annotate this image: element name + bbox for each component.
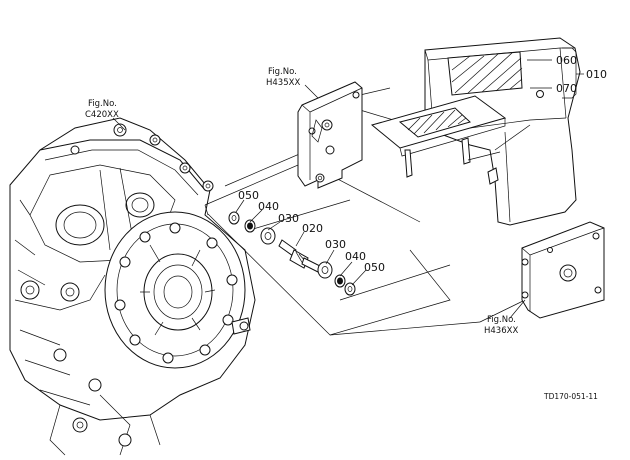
callout-070: 070 bbox=[556, 82, 577, 95]
figure-reference-h436: Fig.No. H436XX bbox=[484, 315, 518, 336]
callout-030-right: 030 bbox=[325, 238, 346, 251]
callout-060: 060 bbox=[556, 54, 577, 67]
fig-ref-left-line2: C420XX bbox=[85, 110, 119, 120]
fig-ref-right-line1: Fig.No. bbox=[487, 315, 516, 325]
hardware-set-right bbox=[317, 261, 356, 296]
assembly-guide-lines bbox=[204, 87, 526, 336]
fig-ref-top-line1: Fig.No. bbox=[268, 67, 297, 77]
callout-020: 020 bbox=[302, 222, 323, 235]
callout-030-left: 030 bbox=[278, 212, 299, 225]
callout-050-left: 050 bbox=[238, 189, 259, 202]
fig-ref-left-line1: Fig.No. bbox=[88, 99, 117, 109]
bolt-020 bbox=[278, 239, 321, 273]
bracket-plate-h436 bbox=[521, 221, 605, 319]
transmission-case-illustration bbox=[9, 117, 256, 456]
callout-leaders bbox=[112, 47, 584, 319]
callout-040-right: 040 bbox=[345, 250, 366, 263]
figure-reference-h435: Fig.No. H435XX bbox=[266, 67, 300, 88]
callout-050-right: 050 bbox=[364, 261, 385, 274]
bracket-plate-h435 bbox=[297, 81, 363, 189]
drawing-code: TD170-051-11 bbox=[543, 392, 598, 401]
figure-reference-c420: Fig.No. C420XX bbox=[85, 99, 119, 120]
fender-cover-assembly bbox=[370, 37, 581, 226]
callout-040-left: 040 bbox=[258, 200, 279, 213]
fig-ref-top-line2: H435XX bbox=[266, 78, 300, 88]
fig-ref-right-line2: H436XX bbox=[484, 326, 518, 336]
warning-label-060 bbox=[447, 51, 523, 96]
callout-010: 010 bbox=[586, 68, 607, 81]
hardware-set-left bbox=[228, 211, 276, 245]
flange-bolt-holes bbox=[114, 222, 238, 364]
warning-label-070 bbox=[398, 107, 471, 138]
